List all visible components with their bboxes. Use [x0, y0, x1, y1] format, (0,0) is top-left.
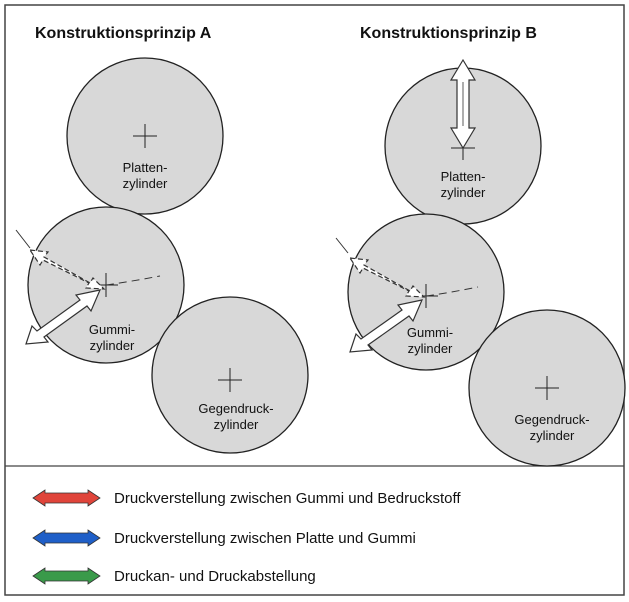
panel-b-pivot-arc	[425, 286, 479, 297]
legend-arrow-blue	[32, 529, 101, 547]
panel-a-double-arrow-lower	[25, 289, 102, 345]
panel-b-impression-center-mark	[535, 376, 559, 400]
panel-a-pivot-arc-upper	[15, 229, 31, 249]
panel-b-blanket-label-2: zylinder	[408, 341, 453, 356]
panel-a-blanket-label-2: zylinder	[90, 338, 135, 353]
legend-label-red: Druckverstellung zwischen Gummi und Bedr…	[114, 490, 461, 507]
legend-arrow-green	[32, 567, 101, 585]
panel-b-double-arrow-upper	[348, 257, 426, 298]
panel-b-impression-label-2: zylinder	[530, 428, 575, 443]
legend-arrow-red	[32, 489, 101, 507]
panel-a-impression-label-2: zylinder	[214, 417, 259, 432]
panel-a-plate-label-1: Platten-	[123, 160, 168, 175]
legend-label-green: Druckan- und Druckabstellung	[114, 568, 316, 585]
legend-label-blue: Druckverstellung zwischen Platte und Gum…	[114, 530, 416, 547]
panel-b-pivot-line-upper	[335, 237, 349, 254]
panel-b-double-arrow-lower	[349, 299, 424, 353]
legend: Druckverstellung zwischen Gummi und Bedr…	[32, 489, 461, 585]
panel-a-plate-label-2: zylinder	[123, 176, 168, 191]
panel-b-title: Konstruktionsprinzip B	[360, 25, 537, 42]
panel-b: Konstruktionsprinzip B Platten- zylinder…	[335, 25, 626, 467]
panel-a-plate-center-mark	[133, 124, 157, 148]
panel-a-impression-center-mark	[218, 368, 242, 392]
panel-a-pivot-arc	[105, 275, 161, 286]
panel-a-blanket-label-1: Gummi-	[89, 322, 135, 337]
panel-b-plate-label-1: Platten-	[441, 169, 486, 184]
panel-a: Konstruktionsprinzip A Platten- zylinder…	[15, 25, 309, 454]
panel-a-impression-label-1: Gegendruck-	[198, 401, 273, 416]
panel-b-impression-label-1: Gegendruck-	[514, 412, 589, 427]
panel-a-double-arrow-upper	[28, 249, 106, 290]
panel-b-blanket-label-1: Gummi-	[407, 325, 453, 340]
panel-b-plate-label-2: zylinder	[441, 185, 486, 200]
panel-a-title: Konstruktionsprinzip A	[35, 25, 212, 42]
